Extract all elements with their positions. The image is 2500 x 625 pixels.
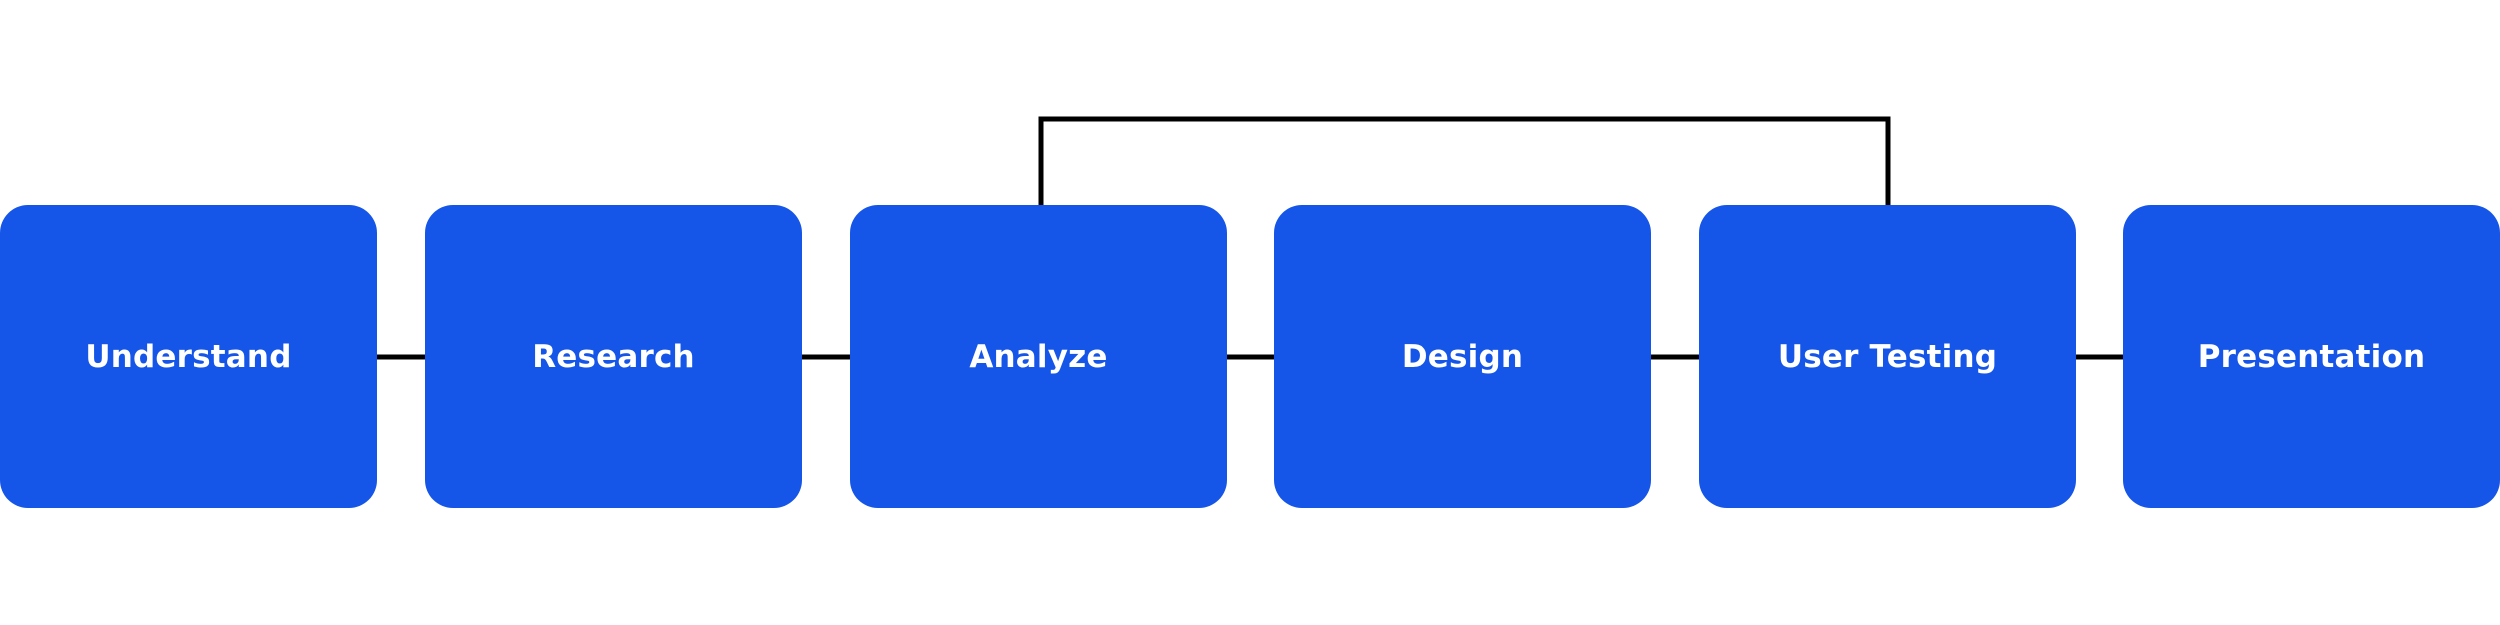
step-label: Presentation: [2197, 338, 2426, 375]
step-design: Design: [1274, 205, 1651, 508]
step-label: Design: [1401, 338, 1524, 375]
step-label: Research: [532, 338, 695, 375]
step-understand: Understand: [0, 205, 377, 508]
connector-analyze-user-testing-loop: [1038, 116, 1891, 205]
step-research: Research: [425, 205, 802, 508]
step-label: User Testing: [1777, 338, 1998, 375]
step-label: Understand: [85, 338, 292, 375]
step-analyze: Analyze: [850, 205, 1227, 508]
step-presentation: Presentation: [2123, 205, 2500, 508]
step-user-testing: User Testing: [1699, 205, 2076, 508]
step-label: Analyze: [969, 338, 1108, 375]
